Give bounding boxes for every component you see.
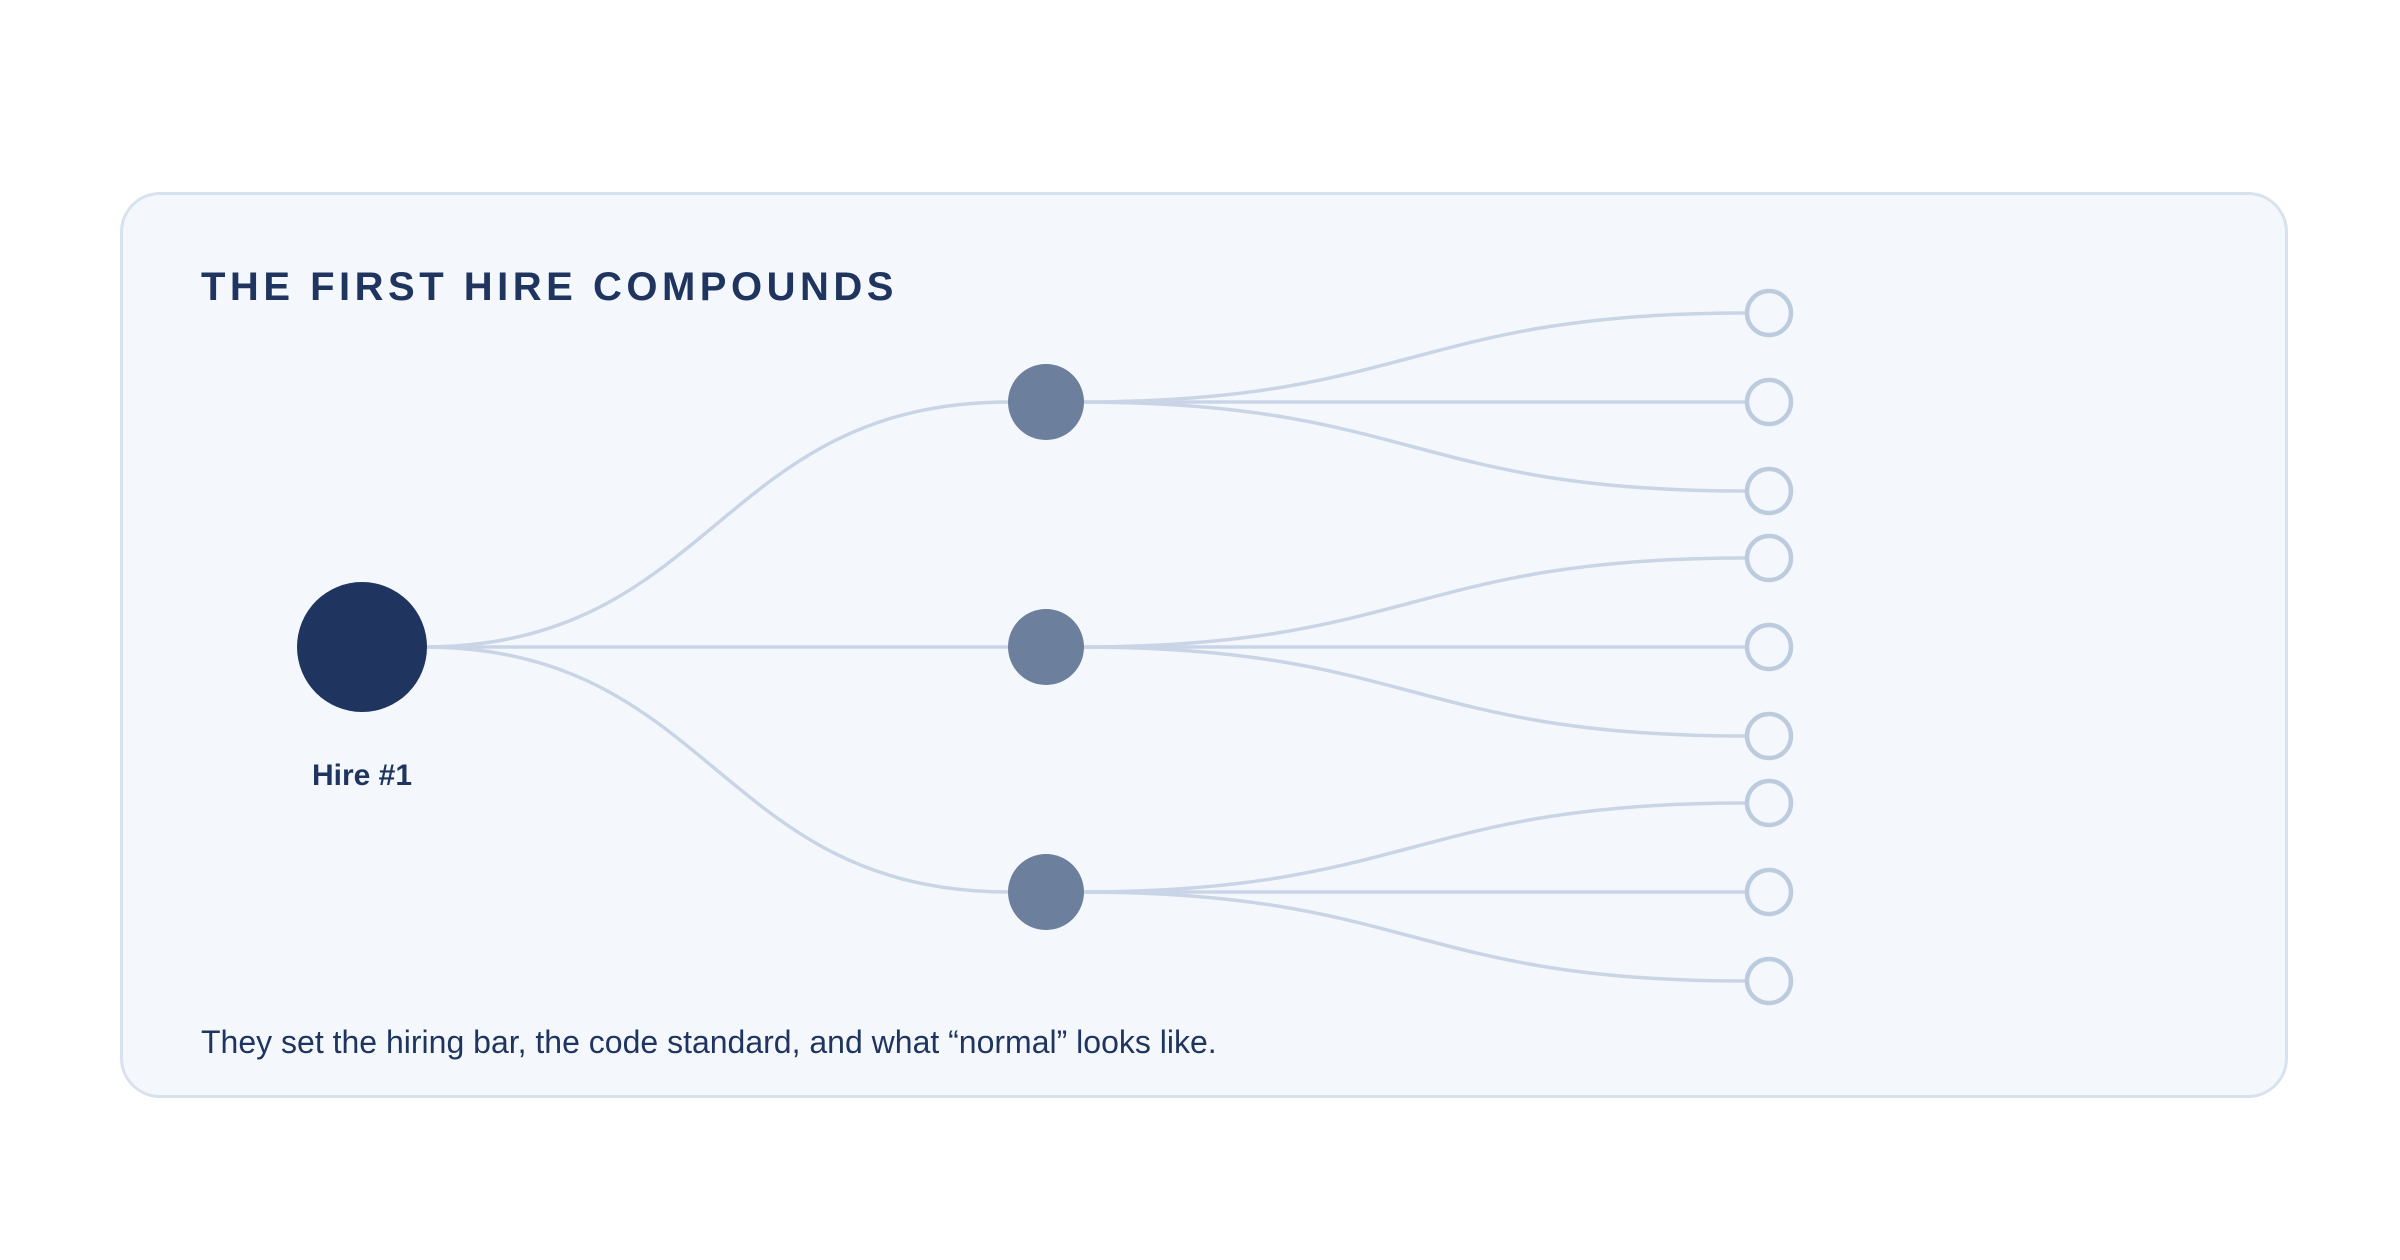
root-node-label: Hire #1 [311, 759, 413, 792]
tree-link [421, 645, 1011, 894]
tree-link [1078, 311, 1746, 404]
tree-nodes [297, 288, 1794, 1006]
card-title: THE FIRST HIRE COMPOUNDS [201, 265, 898, 309]
third-level-node [1744, 466, 1794, 516]
tree-link [1078, 556, 1746, 649]
tree-link [1078, 645, 1746, 738]
third-level-node [1744, 711, 1794, 761]
tree-link [1078, 801, 1746, 894]
third-level-node [1744, 622, 1794, 672]
second-level-node [1008, 854, 1084, 930]
third-level-node [1744, 533, 1794, 583]
root-node [297, 582, 427, 712]
tree-links [421, 311, 1746, 983]
third-level-node [1744, 778, 1794, 828]
second-level-node [1008, 609, 1084, 685]
third-level-node [1744, 288, 1794, 338]
tree-link [1078, 890, 1746, 983]
card-caption: They set the hiring bar, the code standa… [201, 1024, 1217, 1060]
second-level-node [1008, 364, 1084, 440]
third-level-node [1744, 377, 1794, 427]
third-level-node [1744, 956, 1794, 1006]
tree-link [421, 400, 1011, 649]
tree-link [1078, 400, 1746, 493]
third-level-node [1744, 867, 1794, 917]
